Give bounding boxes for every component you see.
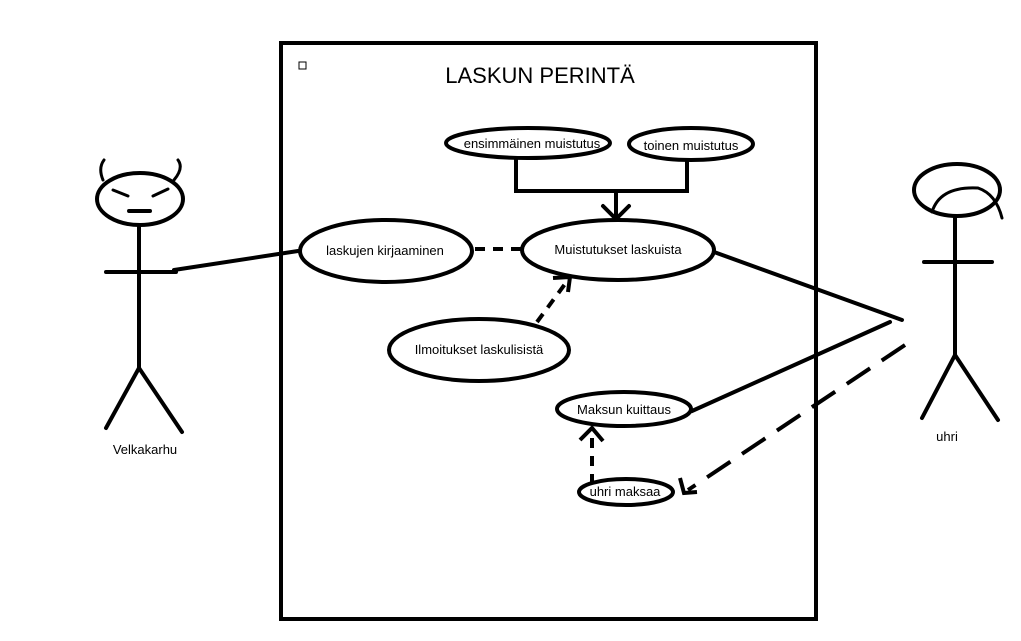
actor-label-uhri: uhri: [936, 429, 958, 444]
usecase-payment-receipt: [555, 390, 693, 428]
dashed-relations: [475, 247, 907, 496]
actor-label-velkakarhu: Velkakarhu: [113, 442, 177, 457]
usecase-victim-pays: [577, 477, 675, 507]
usecase-first-reminder: [444, 126, 612, 160]
system-boundary: [279, 41, 818, 621]
link-uhri-maksun: [690, 320, 892, 413]
arrowhead-uhri-maksaa-up: [578, 425, 605, 443]
actor-angry-brows: [111, 187, 170, 198]
system-title: LASKUN PERINTÄ: [445, 63, 635, 88]
actor-head: [95, 171, 185, 227]
usecase-label-invoice-reminders: Muistutukset laskuista: [554, 242, 682, 257]
link-uhri-muistutukset: [712, 250, 904, 322]
dashed-ilmoitukset-muistutukset: [535, 278, 570, 324]
actor-velkakarhu: [95, 158, 185, 434]
usecase-second-reminder: [627, 126, 755, 162]
arrowhead-uhri-to-maksaa: [678, 477, 698, 496]
actor-right-leg: [953, 353, 1000, 422]
dashed-uhri-to-maksaa: [686, 343, 907, 492]
actor-hair: [930, 186, 1004, 220]
boundary-corner-marker: [298, 61, 307, 70]
usecase-invoice-reminders: [520, 218, 716, 282]
link-velkakarhu-laskujen: [172, 249, 300, 272]
usecase-label-payment-receipt: Maksun kuittaus: [577, 402, 671, 417]
usecase-label-first-reminder: ensimmäinen muistutus: [464, 136, 601, 151]
usecase-label-second-reminder: toinen muistutus: [644, 138, 739, 153]
usecase-label-invoice-notices: Ilmoitukset laskulisistä: [415, 342, 544, 357]
actor-left-leg: [104, 366, 141, 430]
usecase-label-victim-pays: uhri maksaa: [590, 484, 662, 499]
use-cases: [298, 126, 755, 507]
actor-right-leg: [137, 366, 184, 434]
actor-uhri: [912, 162, 1004, 422]
usecase-label-writing-invoices: laskujen kirjaaminen: [326, 243, 444, 258]
actor-left-leg: [920, 353, 957, 420]
link-reminders-merge: [514, 153, 689, 218]
usecase-invoice-notices: [387, 317, 571, 383]
associations: [172, 153, 904, 413]
actor-hair: [99, 158, 182, 182]
usecase-writing-invoices: [298, 218, 474, 284]
